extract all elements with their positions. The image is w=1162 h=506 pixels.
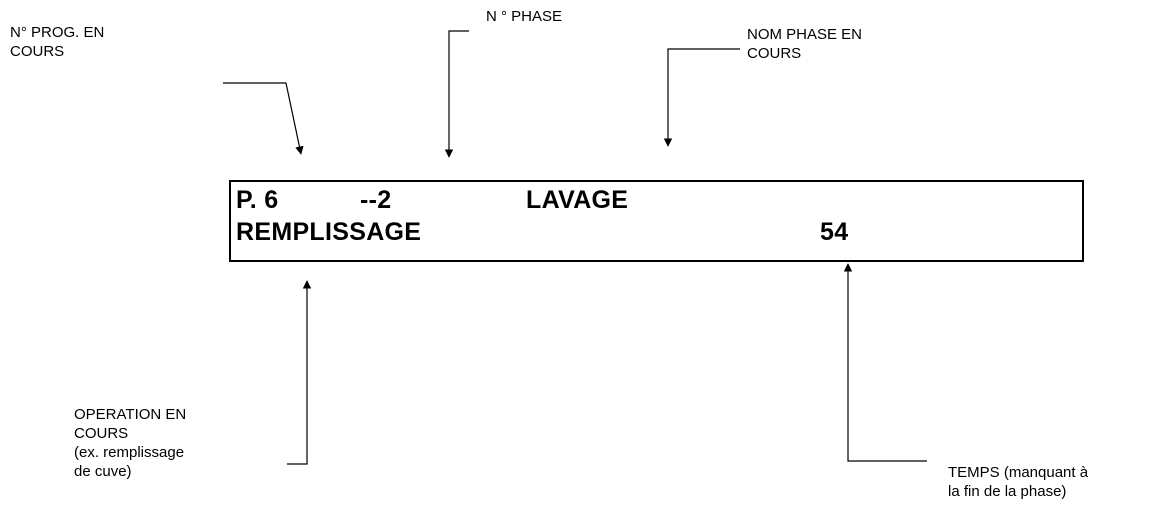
display-phase-name: LAVAGE (526, 186, 629, 214)
label-prog-en-cours: N° PROG. EN COURS (10, 23, 104, 61)
label-nom-line-2: COURS (747, 45, 802, 62)
label-temps-line-1: TEMPS (manquant à (948, 464, 1089, 481)
arrow-prog (223, 82, 304, 155)
label-prog-line-2: COURS (10, 43, 65, 60)
label-prog-line-1: N° PROG. EN (10, 24, 105, 41)
label-op-line-2: COURS (74, 425, 129, 442)
lcd-display: P. 6 --2 LAVAGE REMPLISSAGE 54 (229, 180, 1084, 262)
display-program-number: P. 6 (236, 186, 279, 214)
label-op-line-3: (ex. remplissage (74, 444, 185, 461)
arrow-phase (444, 30, 469, 158)
display-operation: REMPLISSAGE (236, 218, 422, 246)
label-phase-line-1: N ° PHASE (486, 8, 563, 25)
display-phase-number: --2 (360, 186, 392, 214)
label-nom-phase: NOM PHASE EN COURS (747, 25, 862, 63)
arrow-temps (843, 263, 927, 462)
display-time-remaining: 54 (820, 218, 849, 246)
label-phase-number: N ° PHASE (486, 7, 562, 26)
label-op-line-1: OPERATION EN (74, 406, 187, 423)
label-nom-line-1: NOM PHASE EN (747, 26, 863, 43)
arrow-nom-phase (663, 48, 740, 147)
arrow-operation (287, 280, 312, 465)
label-temps: TEMPS (manquant à la fin de la phase) (948, 463, 1088, 501)
label-op-line-4: de cuve) (74, 463, 132, 480)
label-temps-line-2: la fin de la phase) (948, 483, 1067, 500)
label-operation-en-cours: OPERATION EN COURS (ex. remplissage de c… (74, 405, 186, 481)
